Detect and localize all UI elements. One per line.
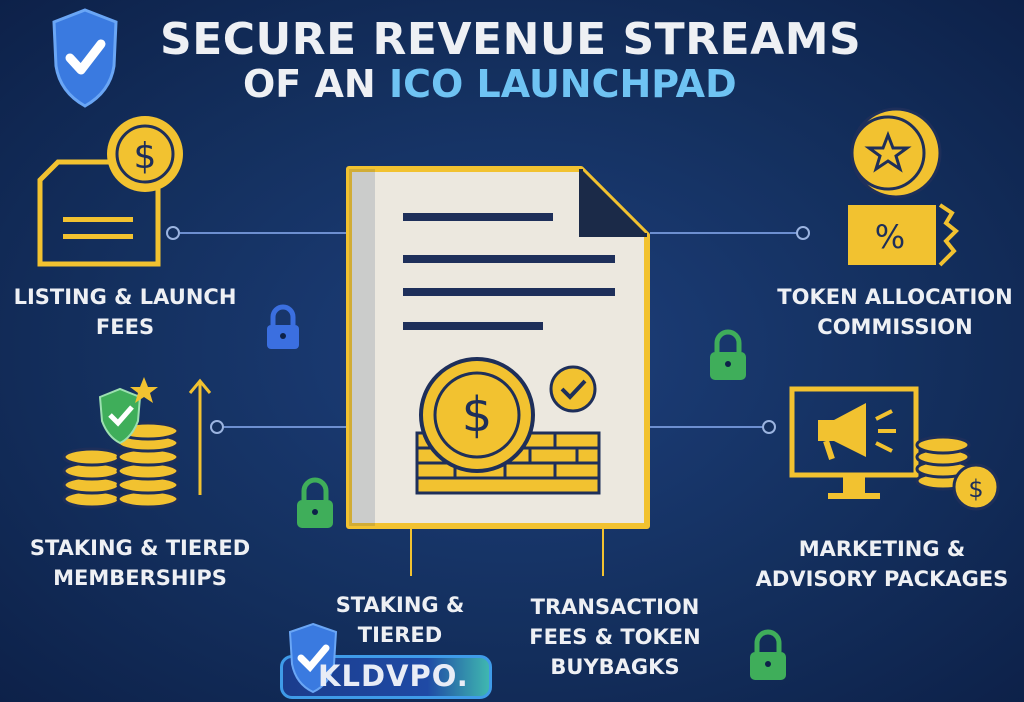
title-line-2: OF AN ICO LAUNCHPAD <box>243 62 737 106</box>
svg-text:%: % <box>875 218 905 256</box>
invoice-coin-icon: $ <box>37 116 183 267</box>
connector-staking <box>220 426 348 428</box>
connector-node <box>210 420 224 434</box>
title-line-1: SECURE REVENUE STREAMS <box>160 14 862 65</box>
monitor-megaphone-icon: $ <box>789 386 1000 511</box>
connector-bottom-left <box>410 528 412 576</box>
central-document-icon: $ <box>346 166 650 529</box>
lock-icon <box>750 629 786 680</box>
coin-stacks-shield-icon <box>62 377 212 509</box>
stream-label-staking-tiered: STAKING &TIERED <box>335 593 465 647</box>
svg-text:$: $ <box>968 475 983 503</box>
connector-listing <box>180 232 348 234</box>
title-highlight: ICO LAUNCHPAD <box>388 62 737 106</box>
star-coin-percent-ticket-icon: % <box>848 107 959 267</box>
svg-text:$: $ <box>462 387 493 443</box>
connector-marketing <box>650 426 765 428</box>
stream-label-marketing: MARKETING &ADVISORY PACKAGES <box>755 537 1009 591</box>
shield-check-icon <box>52 8 118 108</box>
connector-node <box>796 226 810 240</box>
connector-bottom-right <box>602 528 604 576</box>
svg-text:$: $ <box>134 136 157 177</box>
lock-icon <box>267 304 299 349</box>
lock-icon <box>710 329 746 380</box>
connector-node <box>762 420 776 434</box>
logo-text: KLDVPO. <box>318 659 469 693</box>
connector-token <box>650 232 800 234</box>
logo-shield-icon <box>288 622 338 694</box>
connector-node <box>166 226 180 240</box>
lock-icon <box>297 477 333 528</box>
